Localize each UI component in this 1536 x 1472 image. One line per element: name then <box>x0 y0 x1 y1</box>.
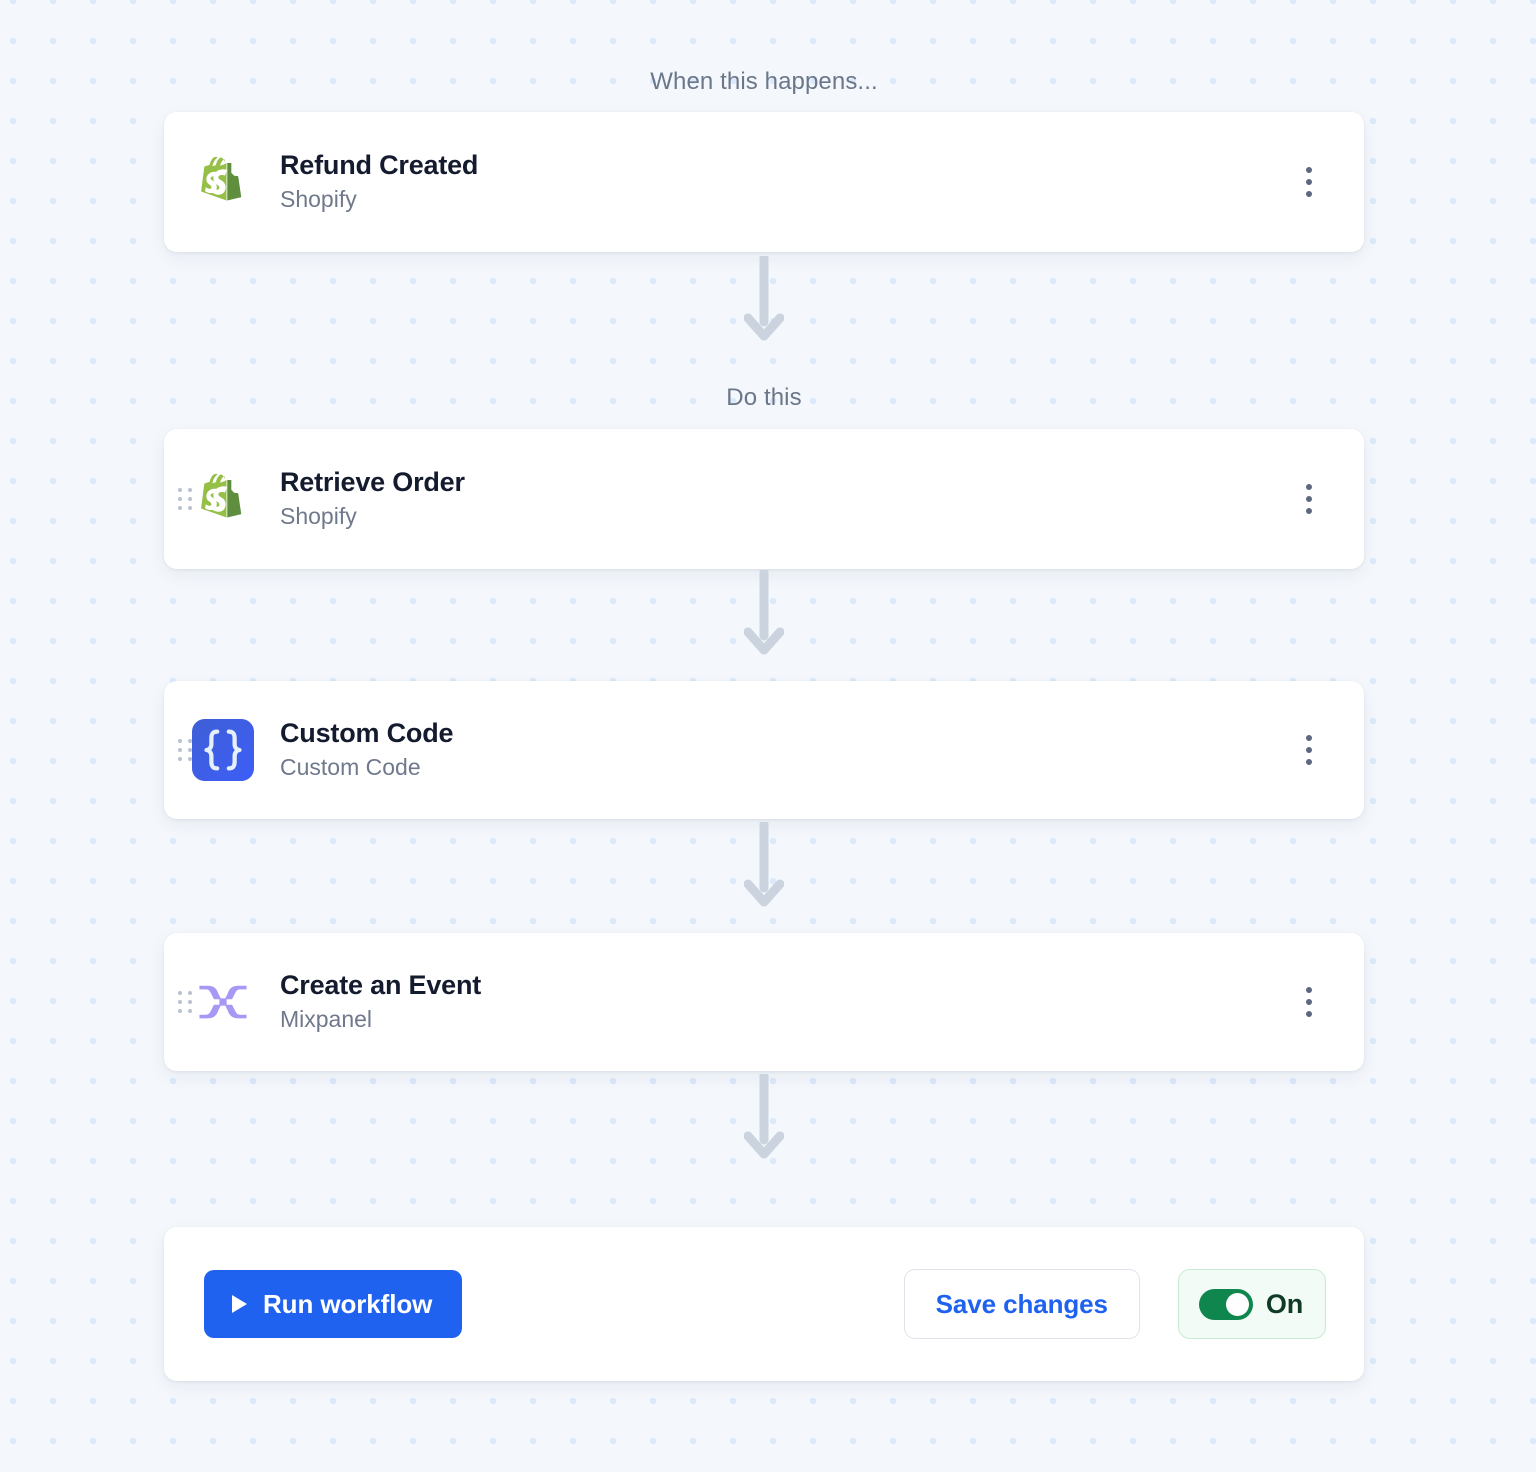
step-title: Refund Created <box>280 150 479 181</box>
step-title: Retrieve Order <box>280 467 465 498</box>
more-options-icon[interactable] <box>1298 478 1320 520</box>
drag-handle-icon[interactable] <box>178 991 192 1013</box>
step-app-name: Mixpanel <box>280 1006 373 1033</box>
drag-handle-icon[interactable] <box>178 739 192 761</box>
connector-arrow-icon <box>743 567 785 658</box>
drag-handle-icon[interactable] <box>178 488 192 510</box>
connector-arrow-icon <box>743 1071 785 1162</box>
workflow-step-card-trigger[interactable]: Refund Created Shopify <box>164 112 1364 252</box>
more-options-icon[interactable] <box>1298 729 1320 771</box>
workflow-enabled-toggle[interactable]: On <box>1177 1269 1326 1339</box>
workflow-step-card-custom-code[interactable]: Custom Code Custom Code <box>164 681 1364 819</box>
step-title: Custom Code <box>280 718 454 749</box>
custom-code-icon <box>192 719 254 781</box>
play-icon <box>232 1295 247 1313</box>
card-text: Retrieve Order Shopify <box>280 467 465 530</box>
toggle-track[interactable] <box>1198 1288 1253 1320</box>
run-workflow-button[interactable]: Run workflow <box>204 1270 463 1338</box>
mixpanel-icon <box>192 971 254 1033</box>
trigger-section-label: When this happens... <box>650 68 878 95</box>
step-app-name: Shopify <box>280 503 357 530</box>
action-section-label: Do this <box>726 384 802 411</box>
workflow-step-card-create-an-event[interactable]: Create an Event Mixpanel <box>164 933 1364 1071</box>
more-options-icon[interactable] <box>1298 981 1320 1023</box>
card-text: Refund Created Shopify <box>280 150 478 213</box>
connector-arrow-icon <box>743 253 785 344</box>
connector-arrow-icon <box>743 819 785 910</box>
card-text: Create an Event Mixpanel <box>280 970 481 1033</box>
shopify-icon <box>192 468 254 530</box>
step-app-name: Custom Code <box>280 754 421 781</box>
workflow-action-bar: Run workflow Save changes On <box>164 1227 1364 1381</box>
run-workflow-label: Run workflow <box>263 1288 433 1319</box>
toggle-state-label: On <box>1265 1288 1303 1319</box>
step-app-name: Shopify <box>280 186 357 213</box>
save-changes-button[interactable]: Save changes <box>903 1269 1140 1339</box>
workflow-step-card-retrieve-order[interactable]: Retrieve Order Shopify <box>164 429 1364 569</box>
card-text: Custom Code Custom Code <box>280 718 454 781</box>
shopify-icon <box>192 151 254 213</box>
toggle-knob <box>1225 1292 1249 1316</box>
step-title: Create an Event <box>280 970 482 1001</box>
more-options-icon[interactable] <box>1298 161 1320 203</box>
